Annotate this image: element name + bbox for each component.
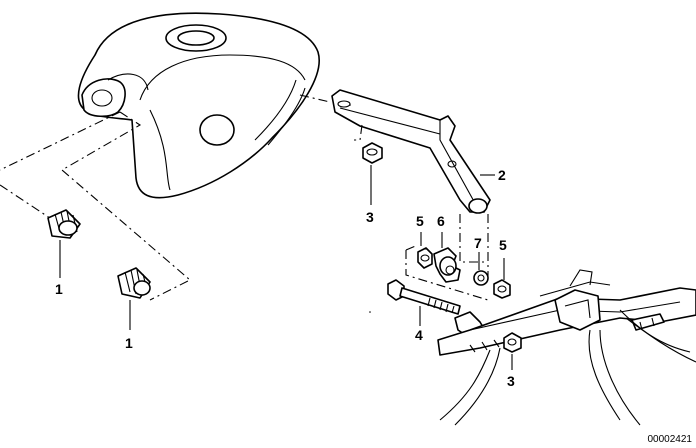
callout-5-left: 5 — [416, 213, 424, 229]
hex-nut-lower — [503, 332, 522, 353]
rubber-nut-upper — [47, 209, 81, 239]
callout-3-mid: 3 — [366, 209, 374, 225]
callout-2: 2 — [498, 167, 506, 183]
frame-section — [437, 269, 696, 426]
screw-left — [417, 247, 433, 269]
rubber-mount — [433, 247, 461, 283]
tank-bracket — [331, 89, 491, 214]
callout-6: 6 — [437, 213, 445, 229]
frame-bracket — [554, 289, 601, 331]
tank-mount-boss — [199, 114, 235, 146]
callout-7: 7 — [474, 235, 482, 251]
washer — [473, 270, 489, 286]
callout-3-lower: 3 — [507, 373, 515, 389]
callout-1-upper: 1 — [55, 281, 63, 297]
callout-4: 4 — [415, 327, 423, 343]
callout-1-lower: 1 — [125, 335, 133, 351]
fuel-tank — [77, 12, 320, 199]
hex-bolt — [387, 279, 461, 315]
document-number: 00002421 — [648, 434, 693, 445]
screw-right — [493, 279, 511, 299]
tank-front-mount — [81, 78, 126, 118]
callout-5-right: 5 — [499, 237, 507, 253]
hex-nut-mid — [362, 142, 383, 164]
rubber-nut-lower — [117, 267, 151, 299]
